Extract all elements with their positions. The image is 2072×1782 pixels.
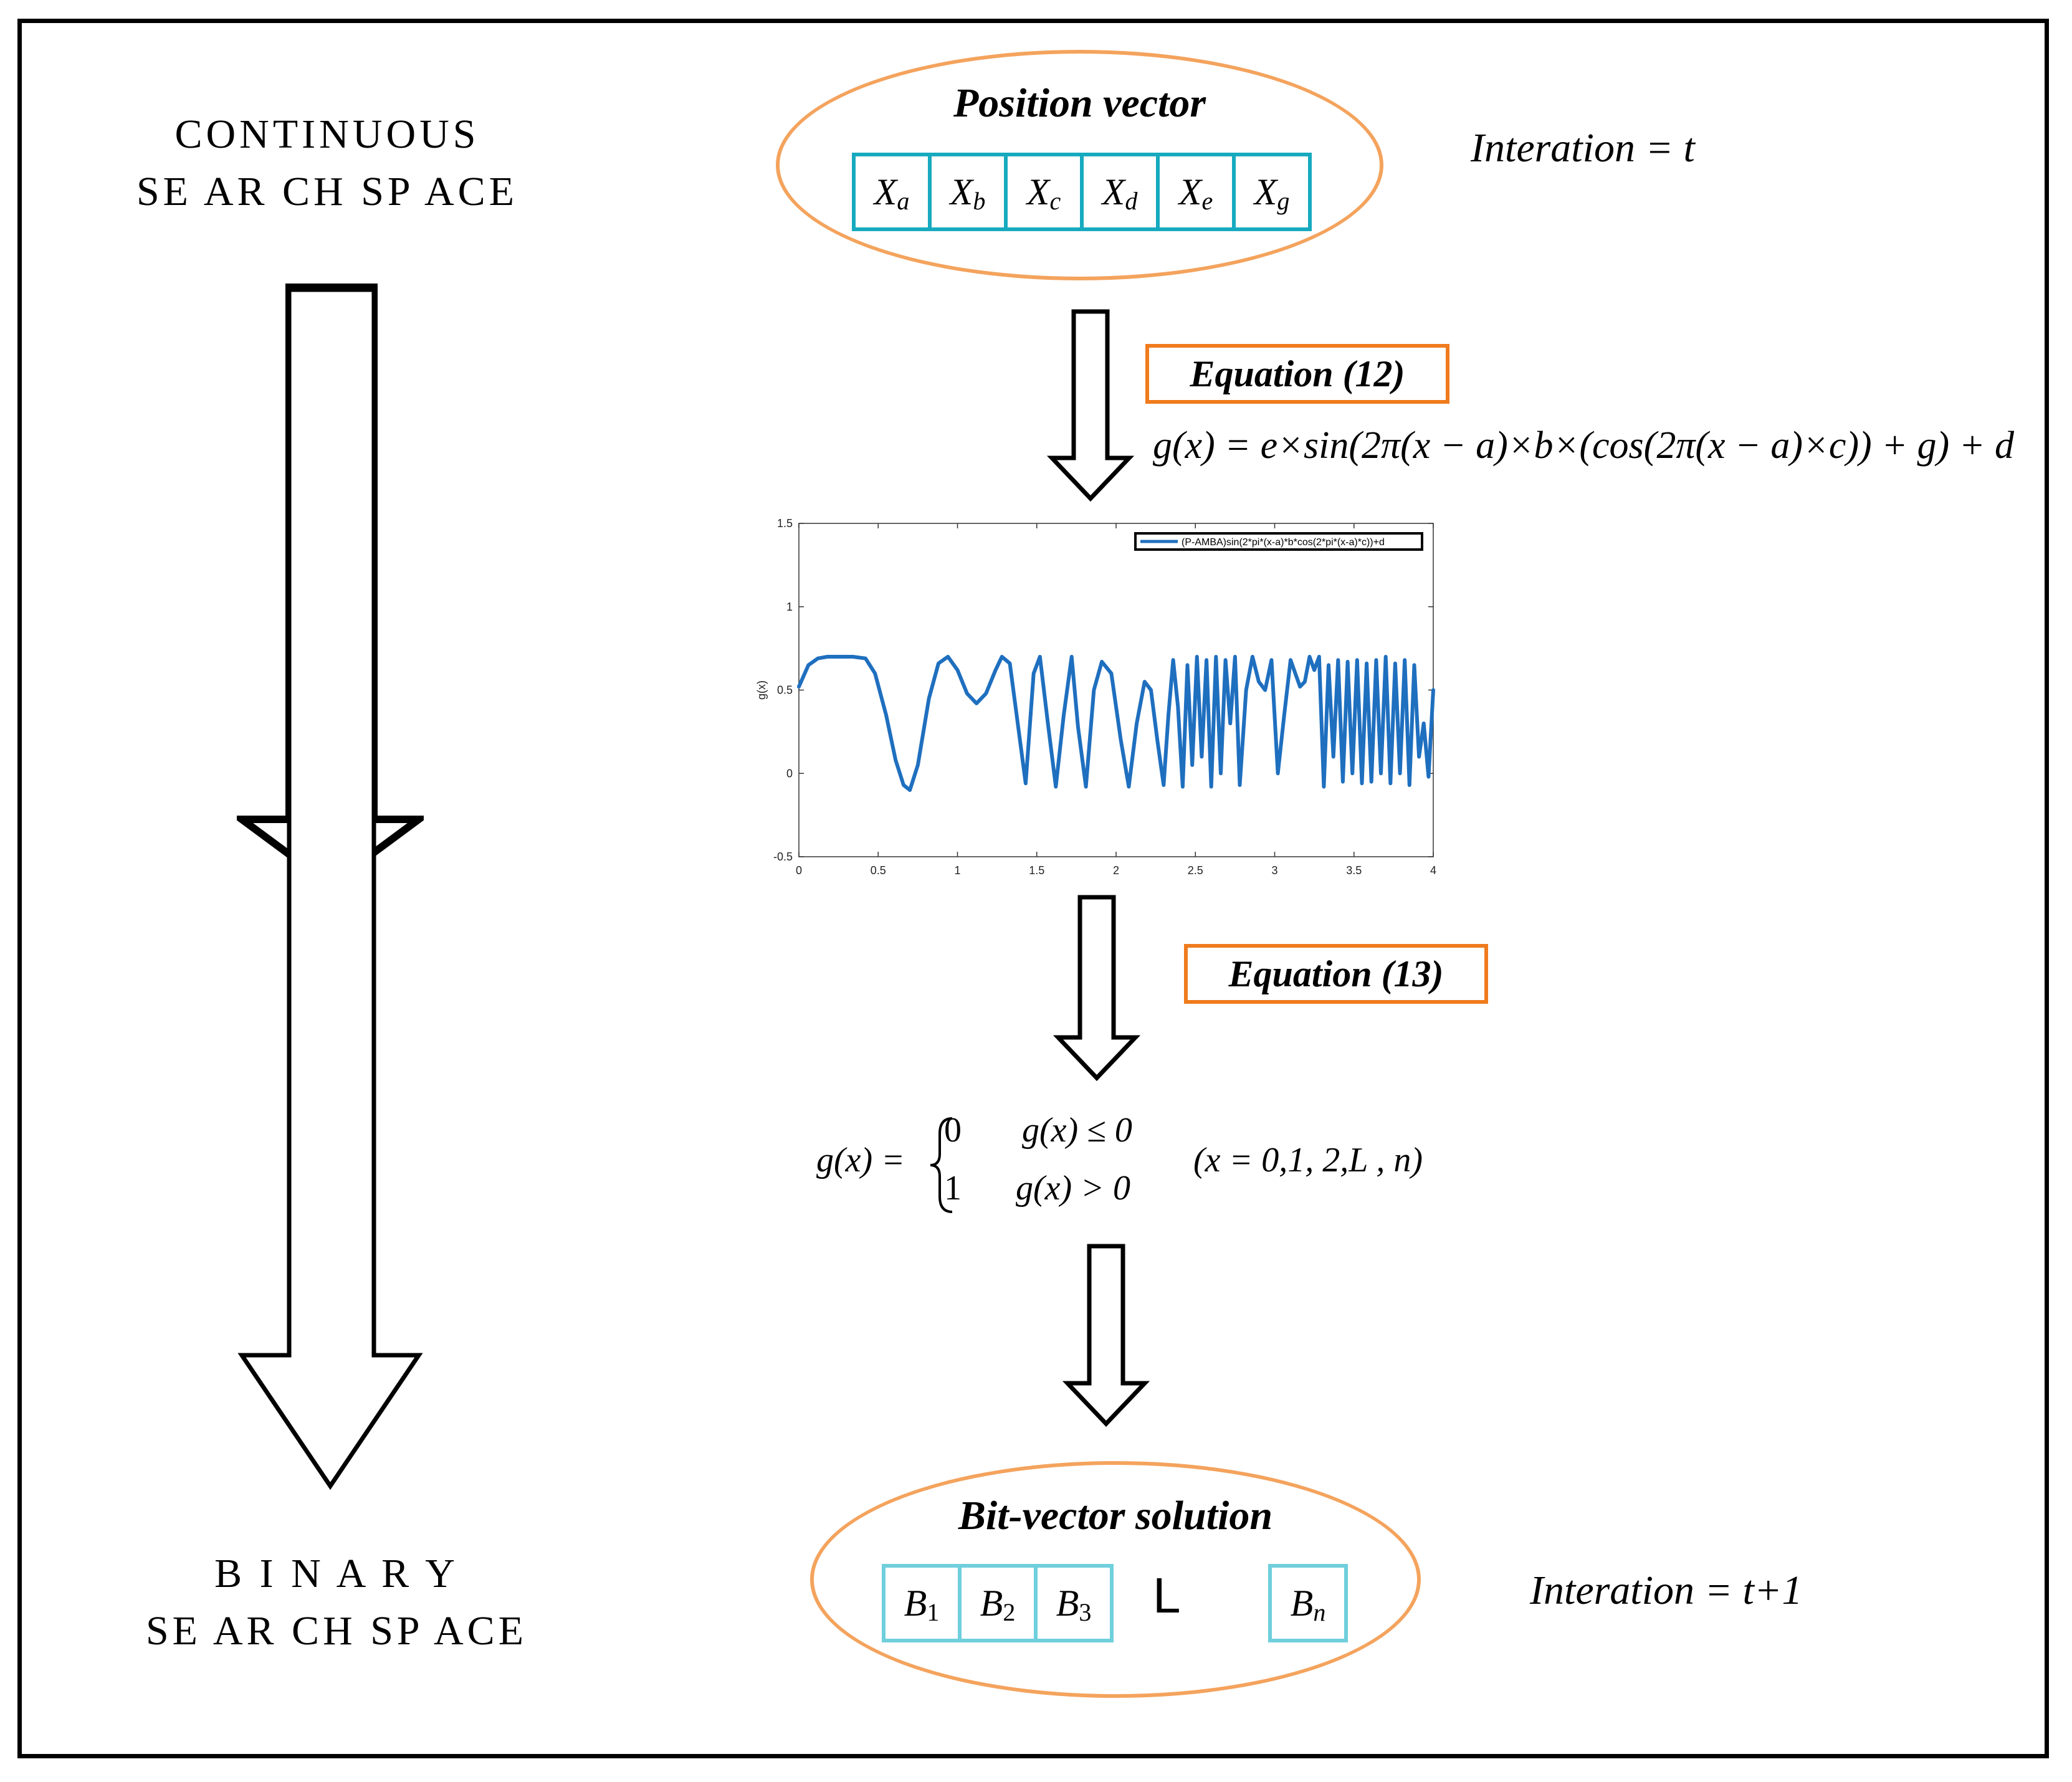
x-tick-label: 3	[1271, 864, 1277, 877]
equation-12-box: Equation (12)	[1145, 344, 1449, 404]
series-line	[797, 655, 1435, 792]
x-tick-label: 2	[1113, 864, 1119, 877]
case-2-condition: g(x) > 0	[1016, 1169, 1130, 1208]
big-down-arrow-shape	[237, 287, 423, 1490]
equation-12-formula: g(x) = e×sin(2π(x − a)×b×(cos(2π(x − a)×…	[1153, 424, 2015, 467]
y-tick-label: 1	[786, 601, 793, 613]
y-axis-label: g(x)	[755, 680, 768, 700]
binary-label-line1: B I N A R Y	[214, 1551, 459, 1596]
bit-cell-base: B	[904, 1582, 927, 1624]
position-vector-title: Position vector	[953, 80, 1206, 126]
x-tick-label: 1	[954, 864, 960, 877]
y-tick-label: -0.5	[773, 850, 793, 863]
position-cell-base: X	[950, 171, 973, 212]
bit-cell-n-sub: n	[1313, 1598, 1326, 1626]
bit-vector-title: Bit-vector solution	[958, 1493, 1273, 1538]
brace-icon	[930, 1117, 953, 1213]
equation-13-domain: (x = 0,1, 2,L , n)	[1193, 1141, 1423, 1179]
position-cell-sub: d	[1125, 186, 1138, 215]
position-cell-base: X	[1178, 171, 1202, 212]
position-cell-base: X	[1102, 171, 1125, 212]
y-tick-label: 0	[786, 767, 793, 779]
case-1-value: 0	[944, 1111, 962, 1150]
diagram-frame	[17, 19, 2049, 1758]
x-tick-label: 2.5	[1188, 864, 1203, 877]
y-tick-label: 1.5	[777, 517, 793, 530]
position-cell-sub: g	[1277, 186, 1290, 215]
down-arrow-3	[1062, 1244, 1150, 1427]
bit-cell-sub: 2	[1003, 1598, 1016, 1626]
x-tick-label: 0.5	[871, 864, 886, 877]
x-tick-label: 0	[796, 864, 802, 877]
iteration-t-plus-1-label: Interation = t+1	[1530, 1568, 1803, 1613]
equation-13-box: Equation (13)	[1184, 944, 1488, 1004]
case-2-value: 1	[944, 1169, 962, 1208]
bit-cell-base: B	[1056, 1582, 1079, 1624]
bit-cell-sub: 3	[1079, 1598, 1092, 1626]
position-cell-base: X	[1254, 171, 1277, 212]
position-cell-base: X	[874, 171, 897, 212]
y-tick-label: 0.5	[777, 684, 793, 697]
continuous-label-line1: CONTINUOUS	[174, 112, 480, 157]
position-cell-sub: b	[973, 186, 986, 215]
iteration-t-label: Interation = t	[1471, 125, 1695, 171]
continuous-space-label: CONTINUOUS SE AR CH SP ACE	[100, 106, 555, 221]
position-vector-ellipse	[776, 50, 1383, 280]
position-cell-sub: e	[1201, 186, 1213, 215]
x-tick-label: 4	[1430, 864, 1436, 877]
binary-label-line2: SE AR CH SP ACE	[145, 1608, 528, 1654]
position-cell-sub: a	[897, 186, 910, 215]
case-1-condition: g(x) ≤ 0	[1022, 1111, 1132, 1150]
legend-box	[1134, 532, 1423, 551]
down-arrow-1	[1047, 309, 1134, 502]
bit-cell-n-base: B	[1290, 1582, 1314, 1624]
equation-13-lhs: g(x) =	[816, 1141, 905, 1179]
continuous-label-line2: SE AR CH SP ACE	[136, 169, 518, 214]
binary-space-label: B I N A R Y SE AR CH SP ACE	[100, 1545, 573, 1660]
bit-vector-ellipse	[810, 1461, 1421, 1698]
bit-cell-base: B	[980, 1582, 1003, 1624]
bit-vector-ellipsis: L	[1153, 1568, 1181, 1623]
position-cell-base: X	[1026, 171, 1050, 212]
x-tick-label: 1.5	[1029, 864, 1044, 877]
legend-label: (P-AMBA)sin(2*pi*(x-a)*b*cos(2*pi*(x-a)*…	[1182, 537, 1385, 548]
position-cell-sub: c	[1049, 186, 1061, 215]
x-tick-label: 3.5	[1346, 864, 1362, 877]
down-arrow-2	[1053, 895, 1140, 1082]
bit-cell-sub: 1	[927, 1598, 940, 1626]
